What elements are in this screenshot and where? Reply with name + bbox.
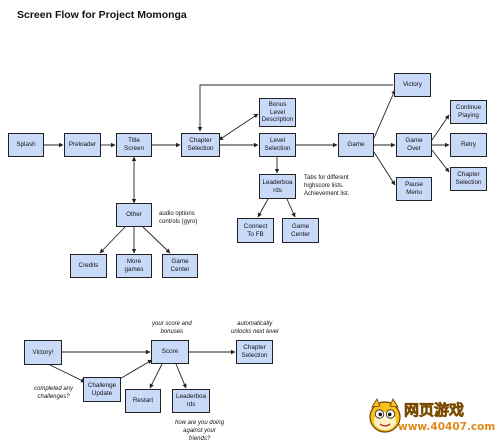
node-credits[interactable]: Credits bbox=[70, 254, 107, 278]
note-tabs: Tabs for different highscore lists. Achi… bbox=[304, 175, 350, 197]
page-title: Screen Flow for Project Momonga bbox=[17, 9, 187, 21]
edge-challenge-score bbox=[117, 359, 153, 381]
note-score-bonuses: your score and bonuses bbox=[152, 321, 192, 335]
note-audio-options: audio options controls (gyro) bbox=[159, 211, 198, 225]
note-auto-unlock: automatically unlocks next level bbox=[231, 321, 279, 335]
edge-gameover-chapter bbox=[431, 149, 450, 173]
node-splash[interactable]: Splash bbox=[8, 133, 44, 157]
node-other[interactable]: Other bbox=[116, 203, 152, 227]
edge-game-pause bbox=[373, 151, 396, 186]
note-how-are-you-doing: how are you doing against your friends? bbox=[175, 420, 225, 442]
edge-gameover-continue bbox=[431, 114, 450, 141]
edge-game-victory bbox=[373, 89, 396, 139]
edge-chapter-bonus bbox=[218, 113, 259, 141]
watermark-url: www.40407.com bbox=[398, 421, 496, 433]
edge-leaderboards-fb bbox=[257, 198, 269, 218]
edge-victory-chapter bbox=[197, 84, 393, 132]
node-victory[interactable]: Victory bbox=[394, 73, 431, 97]
node-victory-bottom[interactable]: Victory! bbox=[24, 340, 62, 365]
edge-other-gamecenter bbox=[142, 226, 171, 254]
node-preloader[interactable]: Preloader bbox=[64, 133, 101, 157]
edge-leaderboards-gc bbox=[286, 198, 296, 218]
node-score[interactable]: Score bbox=[151, 340, 189, 364]
mascot-icon bbox=[369, 398, 401, 433]
node-retry[interactable]: Retry bbox=[450, 133, 487, 157]
watermark-top-text: 网页游戏 bbox=[404, 401, 465, 420]
node-game[interactable]: Game bbox=[338, 133, 374, 157]
edge-score-restart bbox=[149, 363, 163, 389]
node-restart[interactable]: Restart bbox=[125, 389, 161, 413]
edge-score-leaderboards bbox=[175, 363, 187, 389]
note-completed-challenges: completed any challenges? bbox=[34, 386, 74, 400]
edge-victory-challenge bbox=[49, 364, 86, 383]
watermark: 网页游戏 www.40407.com bbox=[368, 395, 498, 445]
edge-other-credits bbox=[99, 226, 126, 254]
